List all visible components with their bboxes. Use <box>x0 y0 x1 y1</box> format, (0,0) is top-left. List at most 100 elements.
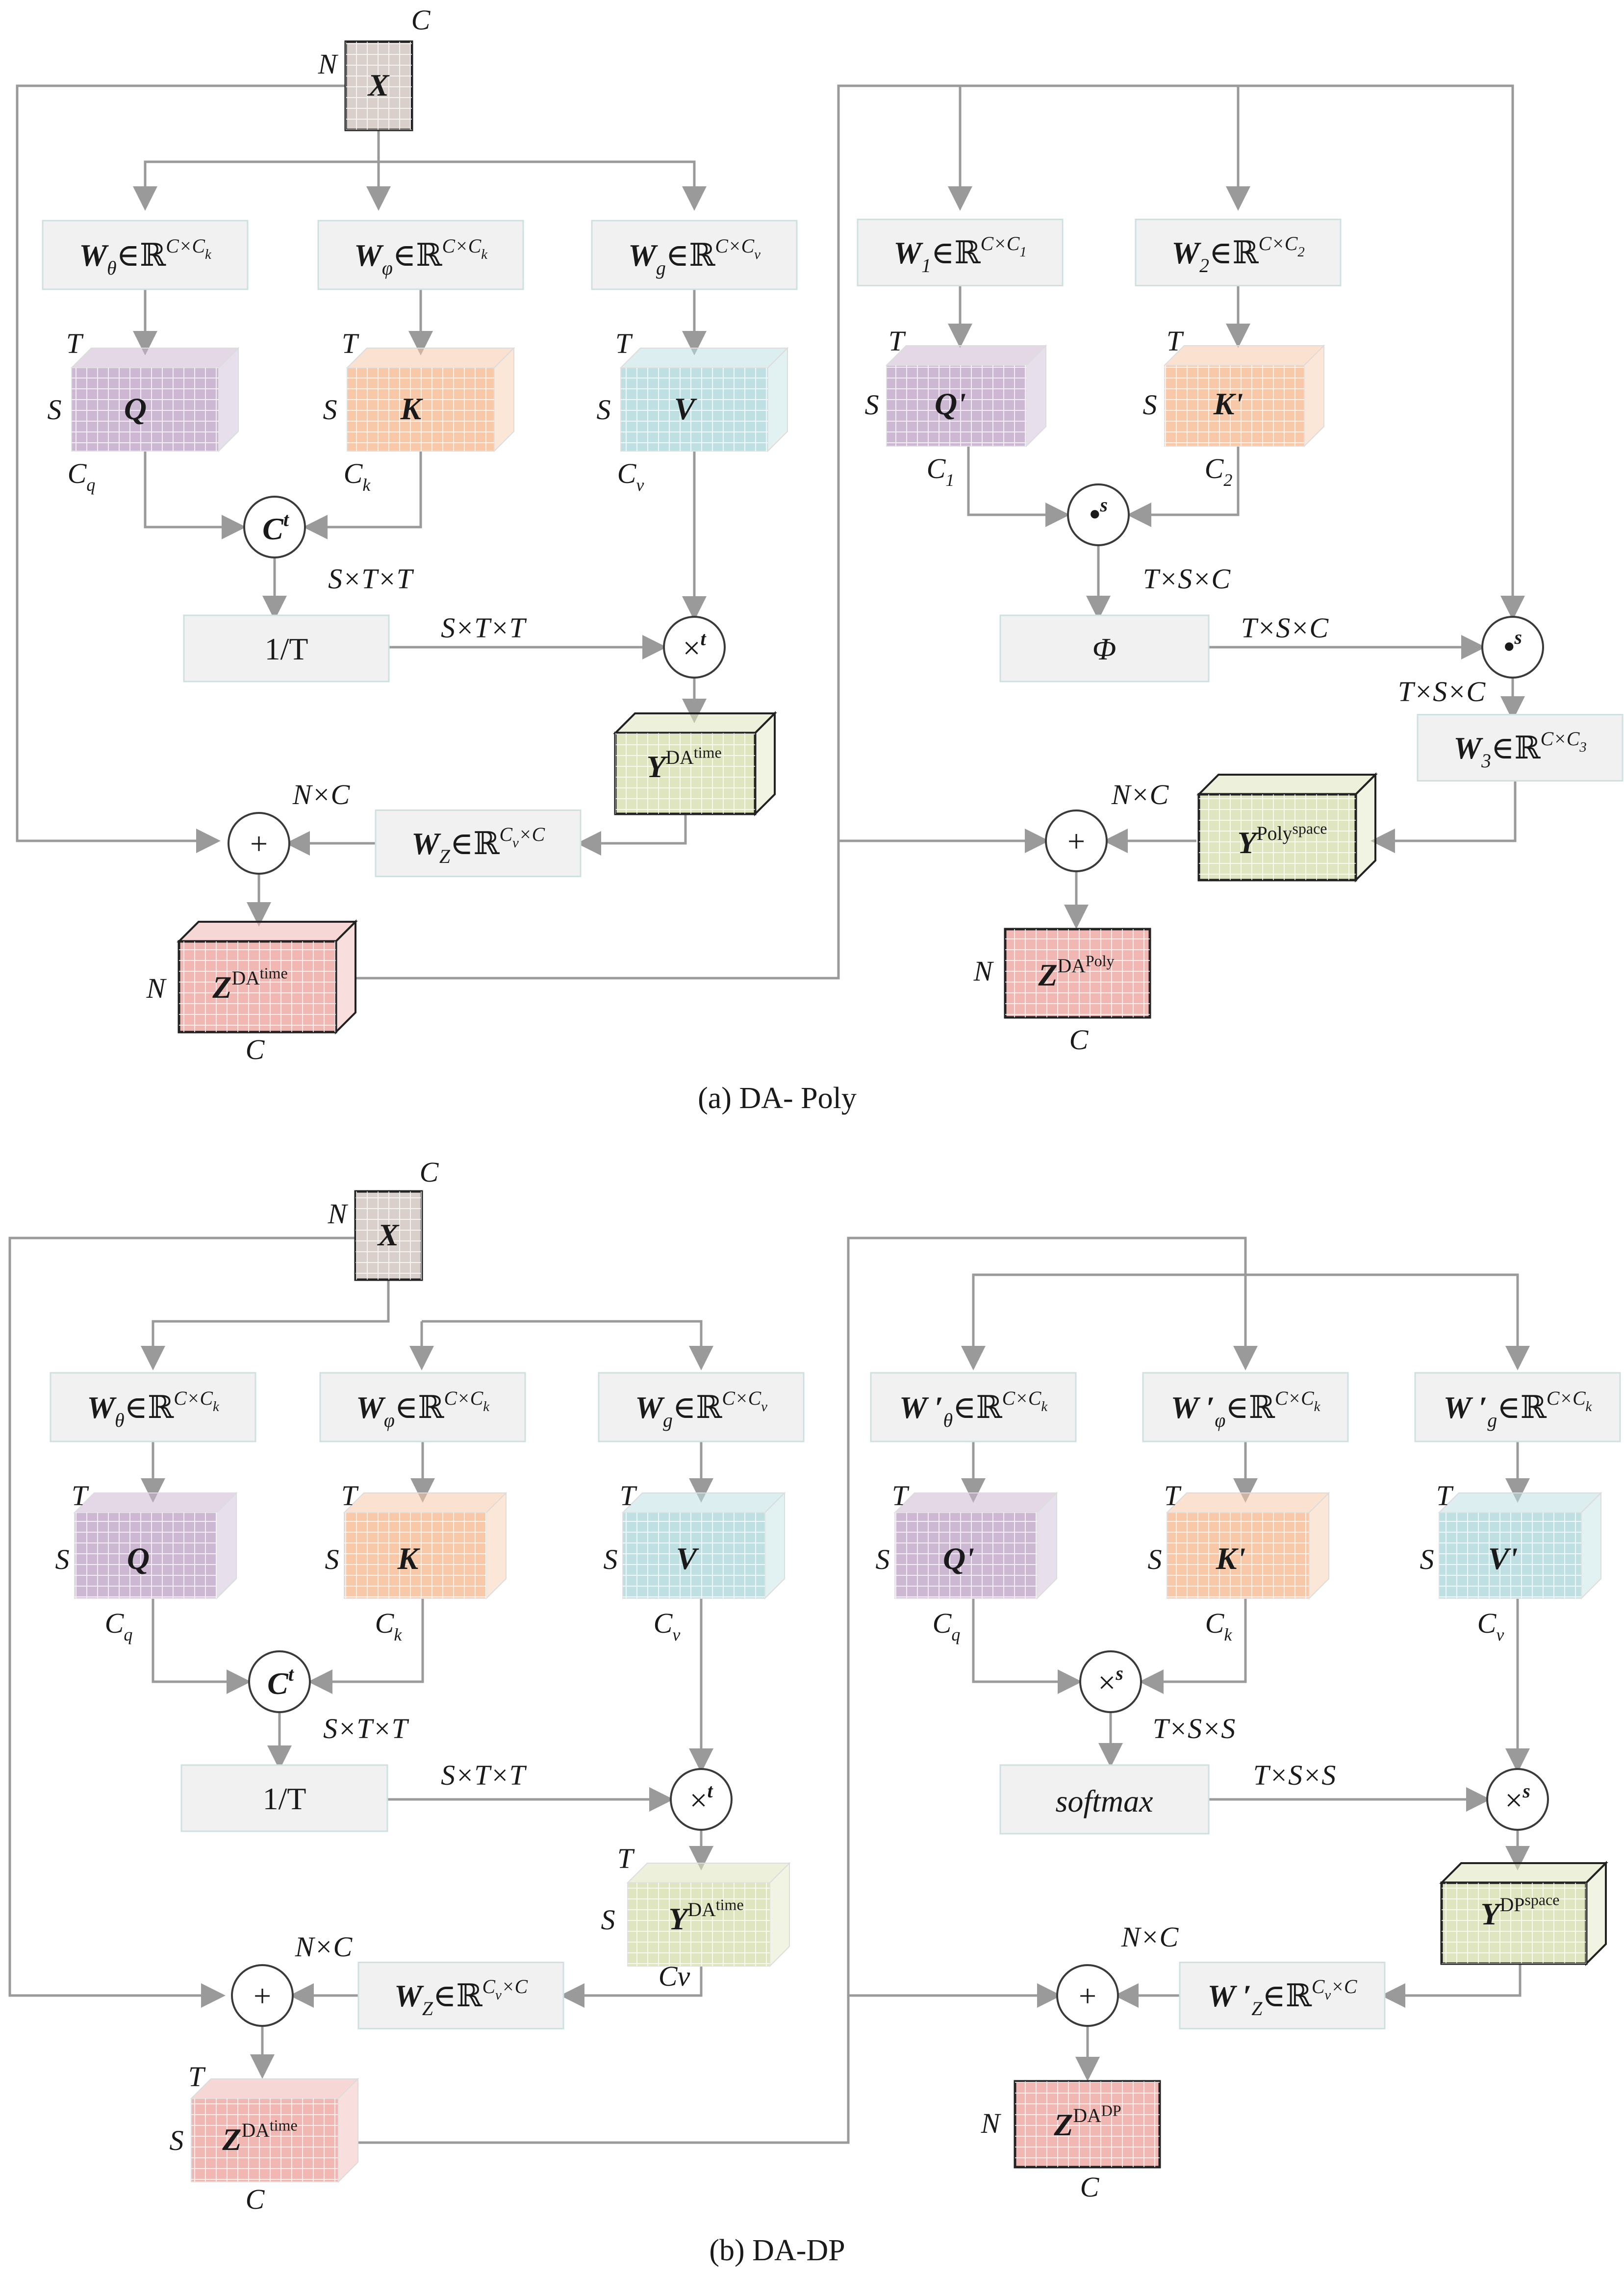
proj-box-b-1 <box>319 1372 526 1442</box>
op-plus-b-right-label: + <box>1079 1978 1096 2013</box>
dim-b-tss2: T×S×S <box>1253 1759 1336 1791</box>
flow-kprime-to-dot <box>1127 446 1240 527</box>
dim-a-tsc1: T×S×C <box>1143 563 1231 595</box>
tensor-a-3-label: Q' <box>935 386 966 421</box>
tensor-b-2-t: T <box>620 1480 637 1512</box>
flow-ytime-to-wz-b <box>560 1966 703 2008</box>
proj-box-b-1-label: Wφ∈ℝC×Ck <box>356 1388 490 1431</box>
proj-box-a-3-label: W1∈ℝC×C1 <box>893 233 1026 277</box>
op-mul-t-a-label: ×t <box>683 628 707 665</box>
flow-k-to-corr-b <box>308 1598 424 1694</box>
proj-box-a-4-label: W2∈ℝC×C2 <box>1171 233 1304 277</box>
tensor-b-4 <box>1166 1491 1330 1600</box>
norm-box-b-label: 1/T <box>263 1781 306 1816</box>
z-time-b <box>190 2077 359 2183</box>
flow-ztime-to-right-a <box>355 84 1525 980</box>
op-plus-a-right-label: + <box>1067 824 1085 859</box>
tensor-a-0 <box>70 347 240 453</box>
y-time-b-c: Cv <box>659 1960 690 1992</box>
tensor-b-1-label: K <box>397 1541 421 1576</box>
y-poly-a <box>1196 772 1378 883</box>
z-poly-a-bottom: C <box>1069 1024 1089 1056</box>
z-time-a-side: N <box>146 972 167 1004</box>
flow-ytime-to-wz <box>577 814 687 856</box>
softmax-box-b <box>999 1764 1210 1835</box>
caption-a: (a) DA- Poly <box>698 1082 857 1115</box>
z-dp-b-bottom: C <box>1080 2171 1100 2203</box>
proj-box-b-3 <box>870 1372 1077 1442</box>
op-mul-s1-b-label: ×s <box>1098 1663 1123 1700</box>
y-time-b-label: YDAtime <box>668 1895 743 1936</box>
flow-ztime-to-right-b <box>358 1237 1258 2144</box>
wz-box-b <box>357 1962 564 2029</box>
proj-box-b-4-label: W ′φ∈ℝC×Ck <box>1171 1388 1321 1431</box>
z-poly-a-label: ZDAPoly <box>1038 952 1114 992</box>
proj-box-b-4 <box>1142 1372 1349 1442</box>
tensor-b-5-t: T <box>1436 1480 1454 1512</box>
y-dp-b-label: YDPspace <box>1481 1891 1560 1931</box>
z-time-a <box>177 919 358 1035</box>
proj-box-b-3-label: W ′θ∈ℝC×Ck <box>899 1388 1048 1431</box>
tensor-b-3-s: S <box>876 1543 890 1575</box>
dim-b-nc-l: N×C <box>295 1931 353 1963</box>
norm-box-a <box>183 614 390 682</box>
flow-x-to-wg-b <box>422 1320 713 1370</box>
op-plus-b-right <box>1056 1964 1119 2027</box>
tensor-b-1-c: Ck <box>375 1607 403 1644</box>
dim-b-nc-r: N×C <box>1121 1921 1179 1953</box>
tensor-a-1-s: S <box>323 394 337 426</box>
proj-box-b-5 <box>1414 1372 1621 1442</box>
tensor-a-0-c: Cq <box>68 457 96 495</box>
tensor-b-4-label: K' <box>1216 1541 1245 1576</box>
dim-a-nc-l: N×C <box>292 779 351 810</box>
norm-box-a-label: 1/T <box>265 632 308 666</box>
tensor-a-1-c: Ck <box>344 457 371 495</box>
z-time-b-bottom: C <box>246 2183 265 2215</box>
input-x-b-label: X <box>377 1217 400 1252</box>
op-mul-s1-b <box>1079 1650 1142 1713</box>
caption-b: (b) DA-DP <box>709 2234 845 2267</box>
tensor-a-3-t: T <box>888 325 906 357</box>
flow-q-to-corr-b <box>152 1598 251 1694</box>
flow-kp-to-mul <box>1139 1598 1247 1694</box>
tensor-a-2-t: T <box>615 328 633 359</box>
tensor-a-0-s: S <box>48 394 62 426</box>
input-x-a-side-dim: N <box>318 48 339 80</box>
wz-box-a <box>375 809 582 877</box>
tensor-a-4-label: K' <box>1213 386 1243 421</box>
tensor-b-1 <box>343 1491 508 1600</box>
op-dot2-a <box>1481 616 1544 679</box>
op-mul-t-b <box>670 1768 733 1831</box>
y-time-b <box>626 1862 791 1968</box>
op-plus-b-left-label: + <box>254 1978 271 2013</box>
w3-box-a <box>1417 714 1624 782</box>
input-x-a-top-dim: C <box>411 4 431 36</box>
flow-x-to-wtheta-b <box>141 1280 390 1370</box>
tensor-a-2-label: V <box>674 391 698 426</box>
tensor-a-3 <box>885 344 1047 448</box>
op-corr-b-label: Ct <box>267 1664 295 1701</box>
tensor-a-1 <box>346 347 515 453</box>
flow-ydp-to-wz2 <box>1381 1964 1522 2008</box>
z-time-b-label: ZDAtime <box>222 2116 297 2157</box>
z-poly-a-side: N <box>973 955 994 987</box>
tensor-b-1-t: T <box>341 1480 359 1512</box>
tensor-a-4-c: C2 <box>1205 453 1233 490</box>
tensor-a-0-label: Q <box>124 391 147 426</box>
z-poly-a <box>1004 928 1151 1019</box>
flow-top-to-w3p <box>1245 1273 1530 1370</box>
op-dot1-a <box>1067 483 1130 546</box>
dim-b-stt1: S×T×T <box>323 1713 409 1744</box>
flow-x-to-wtheta <box>133 130 380 211</box>
tensor-a-2-c: Cv <box>617 457 644 495</box>
wz2-box-b <box>1179 1962 1386 2029</box>
tensor-b-0 <box>73 1491 238 1600</box>
w3-box-a-label: W3∈ℝC×C3 <box>1453 728 1586 772</box>
tensor-a-3-s: S <box>865 389 879 421</box>
flow-w3-to-ypoly <box>1370 781 1517 853</box>
op-mul-s2-b <box>1486 1768 1549 1831</box>
proj-box-b-2-label: Wg∈ℝC×Cv <box>635 1388 767 1431</box>
tensor-a-2-s: S <box>597 394 611 426</box>
